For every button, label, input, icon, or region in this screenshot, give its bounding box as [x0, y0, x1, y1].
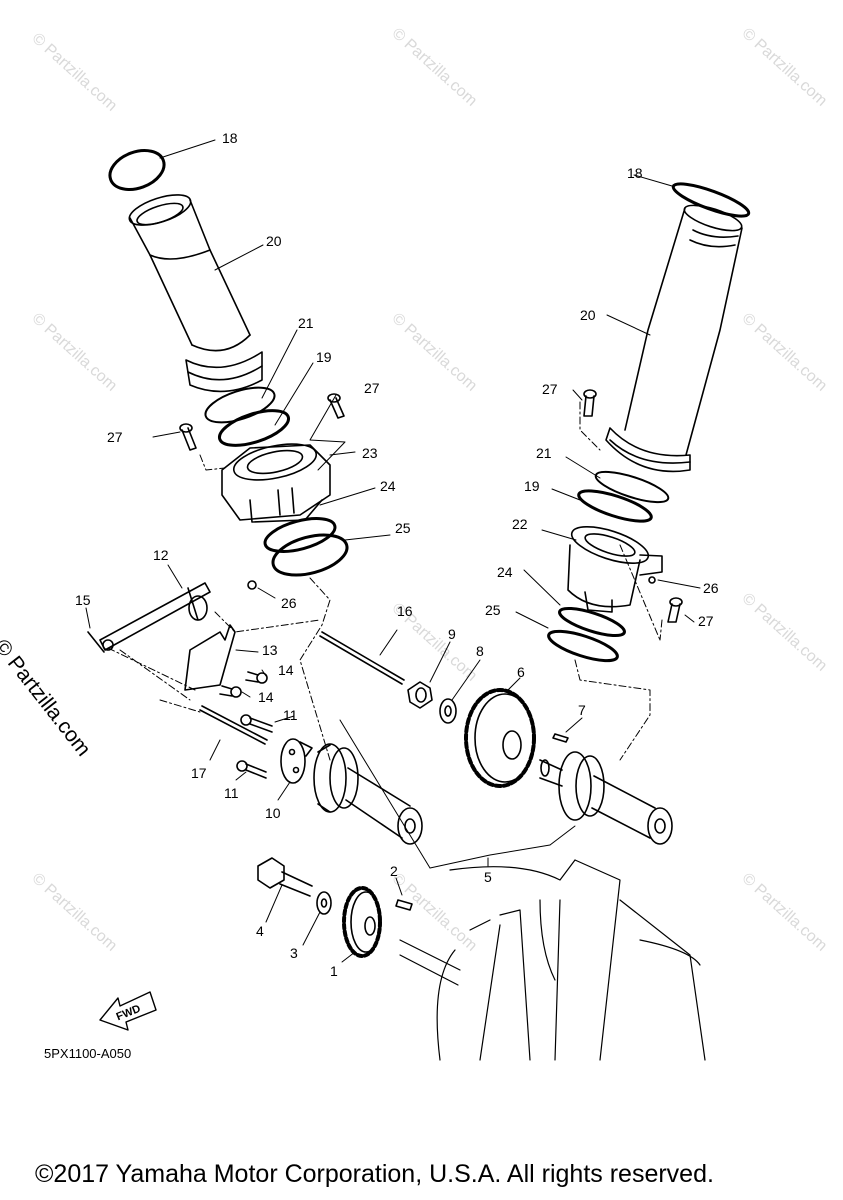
- right-o-ring-19: [577, 489, 653, 523]
- callout-13: 13: [262, 642, 278, 658]
- callout-24: 24: [497, 564, 513, 580]
- washer-3: [316, 891, 332, 915]
- callout-17: 17: [191, 765, 207, 781]
- callout-27: 27: [107, 429, 123, 445]
- callout-23: 23: [362, 445, 378, 461]
- left-bolt-27-side: [179, 423, 197, 451]
- right-o-ring-18: [671, 182, 751, 218]
- callout-11: 11: [283, 707, 298, 723]
- right-o-ring-24: [558, 606, 626, 638]
- screw-11-b: [236, 760, 267, 779]
- callout-18: 18: [627, 165, 643, 181]
- plate-13: [184, 624, 236, 691]
- copyright-text: ©2017 Yamaha Motor Corporation, U.S.A. A…: [35, 1160, 714, 1188]
- right-tube-20: [605, 204, 743, 473]
- callout-19: 19: [316, 349, 332, 365]
- right-camshaft-5: [539, 751, 673, 845]
- callout-19: 19: [524, 478, 540, 494]
- left-tube-20: [128, 194, 263, 393]
- callout-14: 14: [278, 662, 294, 678]
- shaft-17: [199, 705, 268, 745]
- shift-lever-12: [99, 582, 211, 651]
- callout-21: 21: [298, 315, 314, 331]
- leader-lines: [85, 139, 701, 963]
- callout-21: 21: [536, 445, 552, 461]
- gear-6: [464, 688, 536, 788]
- callout-12: 12: [153, 547, 169, 563]
- screw-14-b: [219, 685, 242, 698]
- callout-27: 27: [542, 381, 558, 397]
- callout-20: 20: [580, 307, 596, 323]
- gear-1: [342, 886, 382, 958]
- left-o-ring-18: [108, 149, 166, 191]
- right-housing-22: [567, 526, 663, 613]
- left-o-ring-25: [271, 533, 349, 577]
- washer-8: [439, 698, 457, 724]
- left-pin-26: [247, 580, 257, 590]
- right-pin-26: [648, 576, 656, 584]
- pin-7: [552, 733, 569, 743]
- callout-3: 3: [290, 945, 298, 961]
- callout-2: 2: [390, 863, 398, 879]
- callout-26: 26: [281, 595, 297, 611]
- callout-6: 6: [517, 664, 525, 680]
- pin-15: [87, 631, 105, 653]
- left-o-ring-24: [263, 517, 337, 553]
- callout-5: 5: [484, 869, 492, 885]
- callout-1: 1: [330, 963, 338, 979]
- crankcase-outline: [399, 859, 706, 1061]
- right-o-ring-25: [547, 629, 619, 663]
- callout-25: 25: [485, 602, 501, 618]
- right-bolt-27-bottom: [667, 597, 683, 623]
- callout-27: 27: [364, 380, 380, 396]
- nut-9: [407, 681, 433, 709]
- callout-22: 22: [512, 516, 528, 532]
- plate-10: [280, 738, 313, 784]
- callout-25: 25: [395, 520, 411, 536]
- shaft-16: [319, 631, 405, 685]
- key-2: [395, 899, 413, 911]
- assembly-paths: [107, 401, 663, 761]
- left-o-ring-19: [217, 409, 291, 447]
- left-camshaft-5: [313, 743, 423, 845]
- callout-20: 20: [266, 233, 282, 249]
- callout-16: 16: [397, 603, 413, 619]
- screw-11-a: [240, 714, 273, 733]
- left-bolt-27-top: [327, 393, 345, 419]
- callout-26: 26: [703, 580, 719, 596]
- left-ring-21: [204, 386, 276, 424]
- callout-15: 15: [75, 592, 91, 608]
- callout-9: 9: [448, 626, 456, 642]
- callout-11: 11: [224, 785, 239, 801]
- bolt-4: [257, 857, 313, 897]
- callout-27: 27: [698, 613, 714, 629]
- diagram-code: 5PX1100-A050: [44, 1046, 132, 1061]
- fwd-arrow-icon: [99, 991, 157, 1031]
- callout-24: 24: [380, 478, 396, 494]
- right-bolt-27-top: [583, 389, 597, 417]
- callout-14: 14: [258, 689, 274, 705]
- callout-10: 10: [265, 805, 281, 821]
- callout-4: 4: [256, 923, 264, 939]
- left-housing-23: [221, 443, 331, 523]
- callout-7: 7: [578, 702, 586, 718]
- callout-8: 8: [476, 643, 484, 659]
- callout-18: 18: [222, 130, 238, 146]
- screw-14-a: [245, 671, 268, 684]
